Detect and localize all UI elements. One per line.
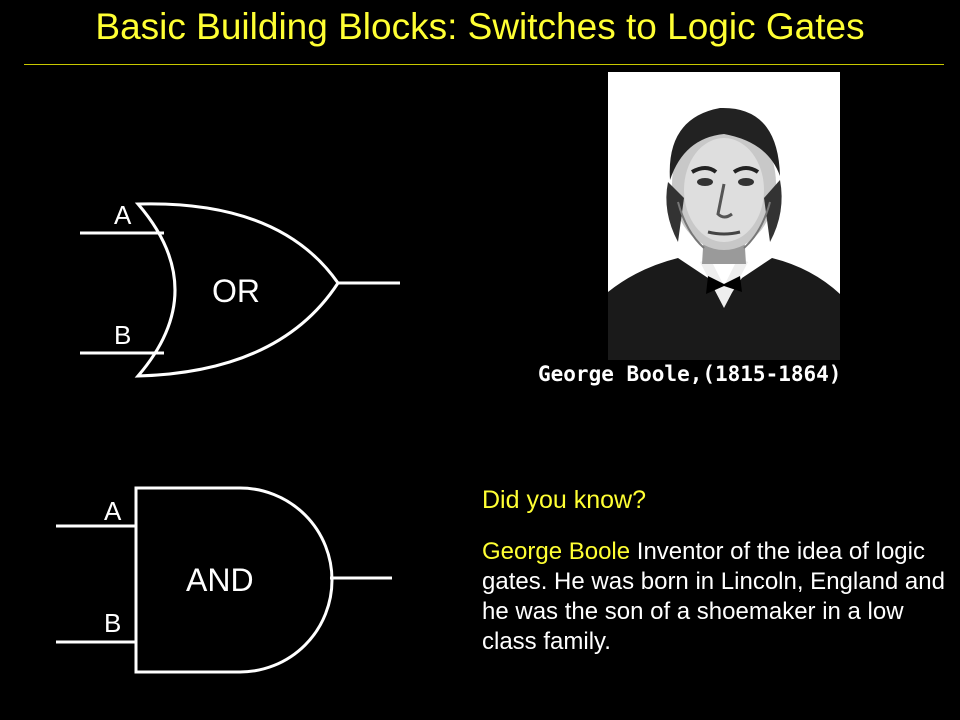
or-gate-label: OR <box>212 273 260 309</box>
slide-title: Basic Building Blocks: Switches to Logic… <box>95 6 865 47</box>
portrait-engraving <box>608 72 840 360</box>
or-gate-input-b-label: B <box>114 320 131 350</box>
and-gate-input-b-label: B <box>104 608 121 638</box>
and-gate-input-a-label: A <box>104 496 122 526</box>
or-gate <box>80 202 400 378</box>
and-gate-label: AND <box>186 562 254 598</box>
did-you-know-heading: Did you know? <box>482 486 646 514</box>
portrait-caption: George Boole,(1815-1864) <box>538 362 842 386</box>
or-gate-input-a-label: A <box>114 200 132 230</box>
and-gate <box>56 486 392 674</box>
fact-name: George Boole <box>482 538 631 565</box>
george-boole-portrait <box>608 72 840 360</box>
and-gate-body <box>134 486 334 674</box>
title-divider <box>24 64 944 65</box>
or-gate-body <box>134 202 340 378</box>
fact-text: Inventor of the idea of logic gates. He … <box>482 538 945 655</box>
fact-paragraph: George Boole Inventor of the idea of log… <box>482 537 956 657</box>
